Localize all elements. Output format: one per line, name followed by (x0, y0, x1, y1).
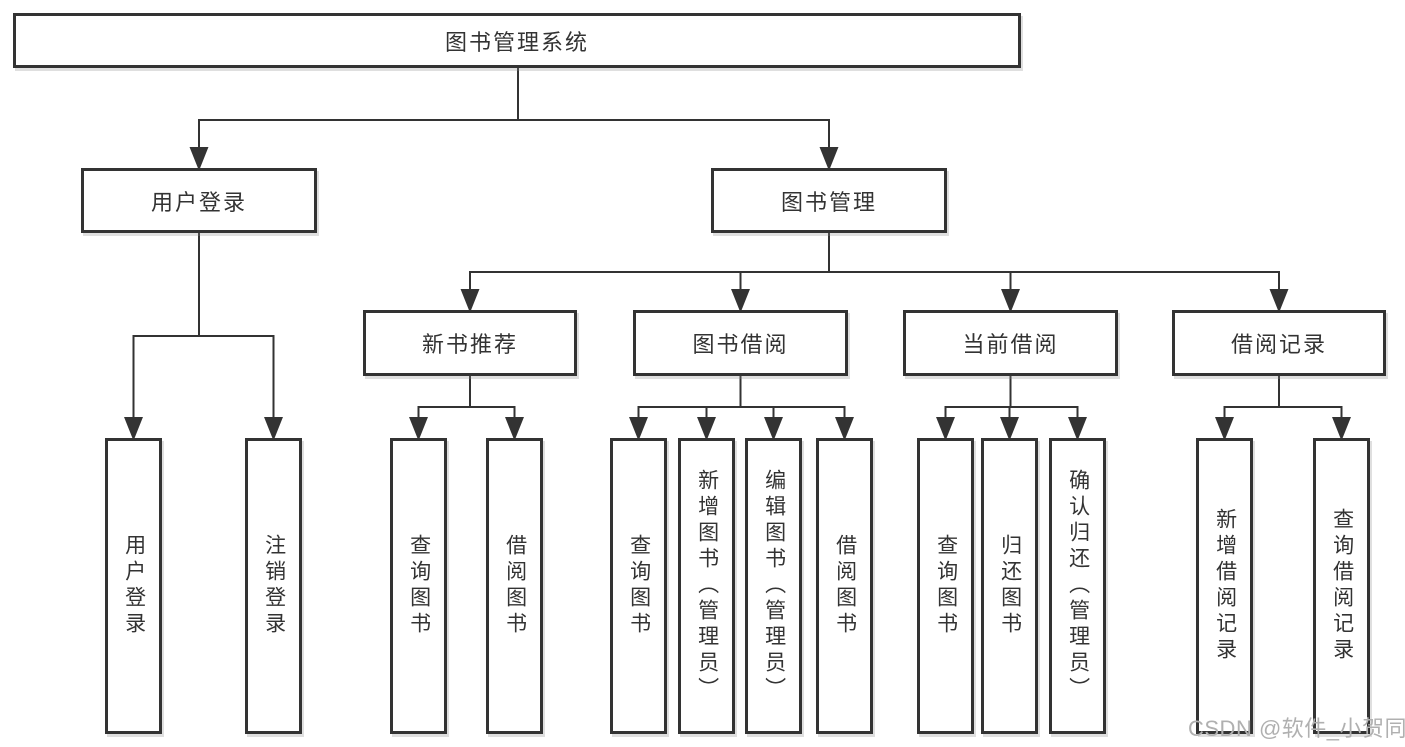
leaf-records-add-record-label: 新增借阅记录 (1213, 508, 1237, 664)
node-root-system: 图书管理系统 (13, 13, 1021, 68)
leaf-records-query-record: 查询借阅记录 (1313, 438, 1370, 734)
leaf-borrow-edit-books-admin: 编辑图书（管理员） (745, 438, 802, 734)
leaf-current-confirm-return-admin: 确认归还（管理员） (1049, 438, 1106, 734)
leaf-borrow-edit-books-admin-label: 编辑图书（管理员） (762, 469, 786, 703)
node-current-borrowing: 当前借阅 (903, 310, 1118, 376)
leaf-borrow-query-books: 查询图书 (610, 438, 667, 734)
leaf-user-login: 用户登录 (105, 438, 162, 734)
leaf-current-return-books-label: 归还图书 (998, 534, 1022, 638)
leaf-recommend-borrow-books-label: 借阅图书 (503, 534, 527, 638)
leaf-borrow-add-books-admin: 新增图书（管理员） (678, 438, 735, 734)
leaf-current-return-books: 归还图书 (981, 438, 1038, 734)
leaf-borrow-borrow-books-label: 借阅图书 (833, 534, 857, 638)
leaf-borrow-borrow-books: 借阅图书 (816, 438, 873, 734)
leaf-logout-label: 注销登录 (262, 534, 286, 638)
leaf-user-login-label: 用户登录 (122, 534, 146, 638)
leaf-borrow-add-books-admin-label: 新增图书（管理员） (695, 469, 719, 703)
leaf-current-confirm-return-admin-label: 确认归还（管理员） (1066, 469, 1090, 703)
leaf-recommend-query-books-label: 查询图书 (407, 534, 431, 638)
leaf-borrow-query-books-label: 查询图书 (627, 534, 651, 638)
leaf-current-query-books-label: 查询图书 (934, 534, 958, 638)
leaf-recommend-borrow-books: 借阅图书 (486, 438, 543, 734)
node-book-borrowing: 图书借阅 (633, 310, 848, 376)
csdn-watermark: CSDN @软件_小贺同学 (1188, 716, 1405, 741)
node-book-management: 图书管理 (711, 168, 947, 233)
leaf-logout: 注销登录 (245, 438, 302, 734)
leaf-recommend-query-books: 查询图书 (390, 438, 447, 734)
leaf-records-query-record-label: 查询借阅记录 (1330, 508, 1354, 664)
node-user-login: 用户登录 (81, 168, 317, 233)
node-new-book-recommendation: 新书推荐 (363, 310, 577, 376)
leaf-records-add-record: 新增借阅记录 (1196, 438, 1253, 734)
node-borrowing-records: 借阅记录 (1172, 310, 1386, 376)
leaf-current-query-books: 查询图书 (917, 438, 974, 734)
